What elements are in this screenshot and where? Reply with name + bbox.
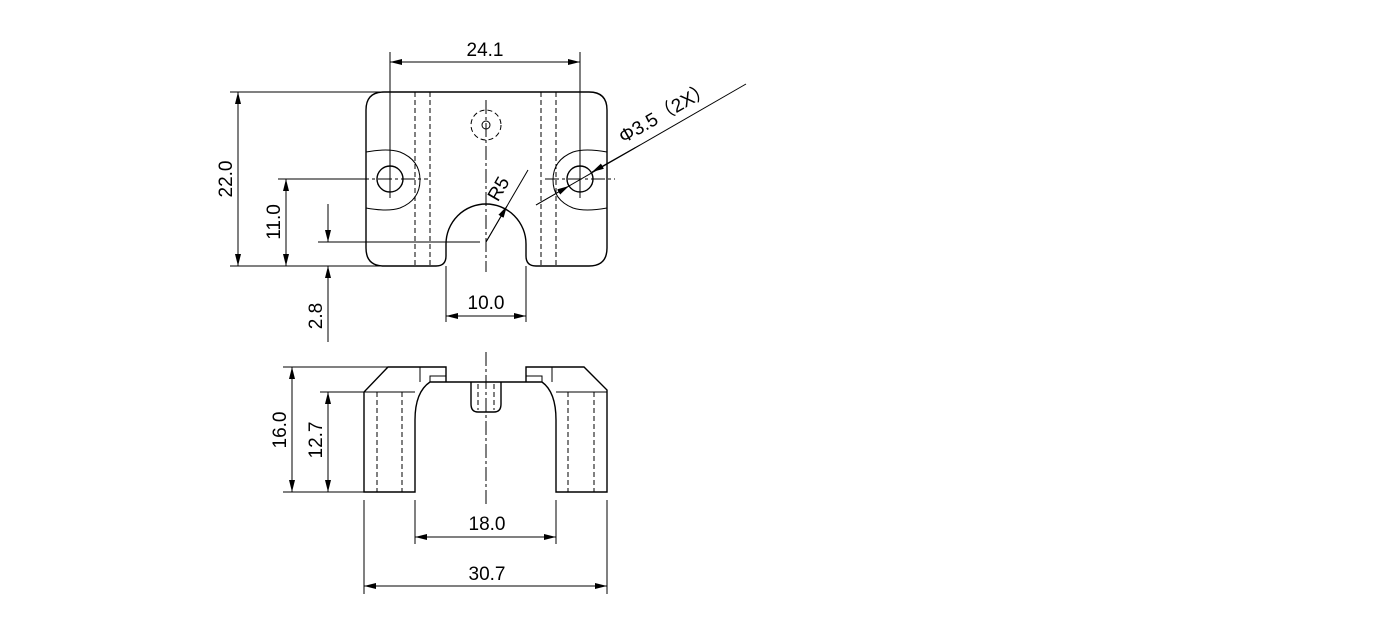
front-step	[429, 375, 446, 382]
dim-label: 22.0	[216, 161, 237, 198]
dim-label: 30.7	[469, 564, 506, 585]
top-view	[355, 91, 615, 272]
center-hidden-hole	[470, 109, 502, 141]
top-view-outline	[365, 91, 608, 267]
dim-overall-width: 30.7	[363, 500, 608, 594]
dim-hole-diameter: Φ3.5（2X）	[535, 78, 747, 206]
dim-label: Φ3.5（2X）	[615, 78, 715, 148]
dim-label: 11.0	[264, 204, 285, 240]
dim-top-width: 24.1	[389, 40, 581, 160]
dim-label: 24.1	[467, 40, 504, 61]
dim-height-hole: 11.0	[264, 178, 355, 266]
dim-slot-radius: R5	[484, 169, 529, 243]
dim-height-total: 22.0	[216, 91, 384, 267]
dim-slot-width: 10.0	[445, 266, 527, 322]
dim-inner-height: 12.7	[306, 391, 364, 492]
dim-front-height: 16.0	[270, 366, 388, 493]
dim-label: 10.0	[468, 293, 505, 314]
dim-label: 2.8	[306, 303, 327, 329]
dim-inner-width: 18.0	[414, 500, 557, 544]
dim-label: 18.0	[469, 514, 506, 535]
front-view	[363, 352, 608, 506]
right-hole-boss	[552, 149, 608, 211]
dim-label: 12.7	[306, 422, 327, 459]
left-hole-boss	[365, 149, 421, 211]
front-step	[551, 366, 584, 382]
dim-label: 16.0	[270, 412, 291, 449]
dim-slot-offset: 2.8	[306, 204, 480, 342]
front-view-outline	[363, 366, 608, 493]
front-step	[388, 366, 421, 382]
front-step	[526, 375, 543, 382]
